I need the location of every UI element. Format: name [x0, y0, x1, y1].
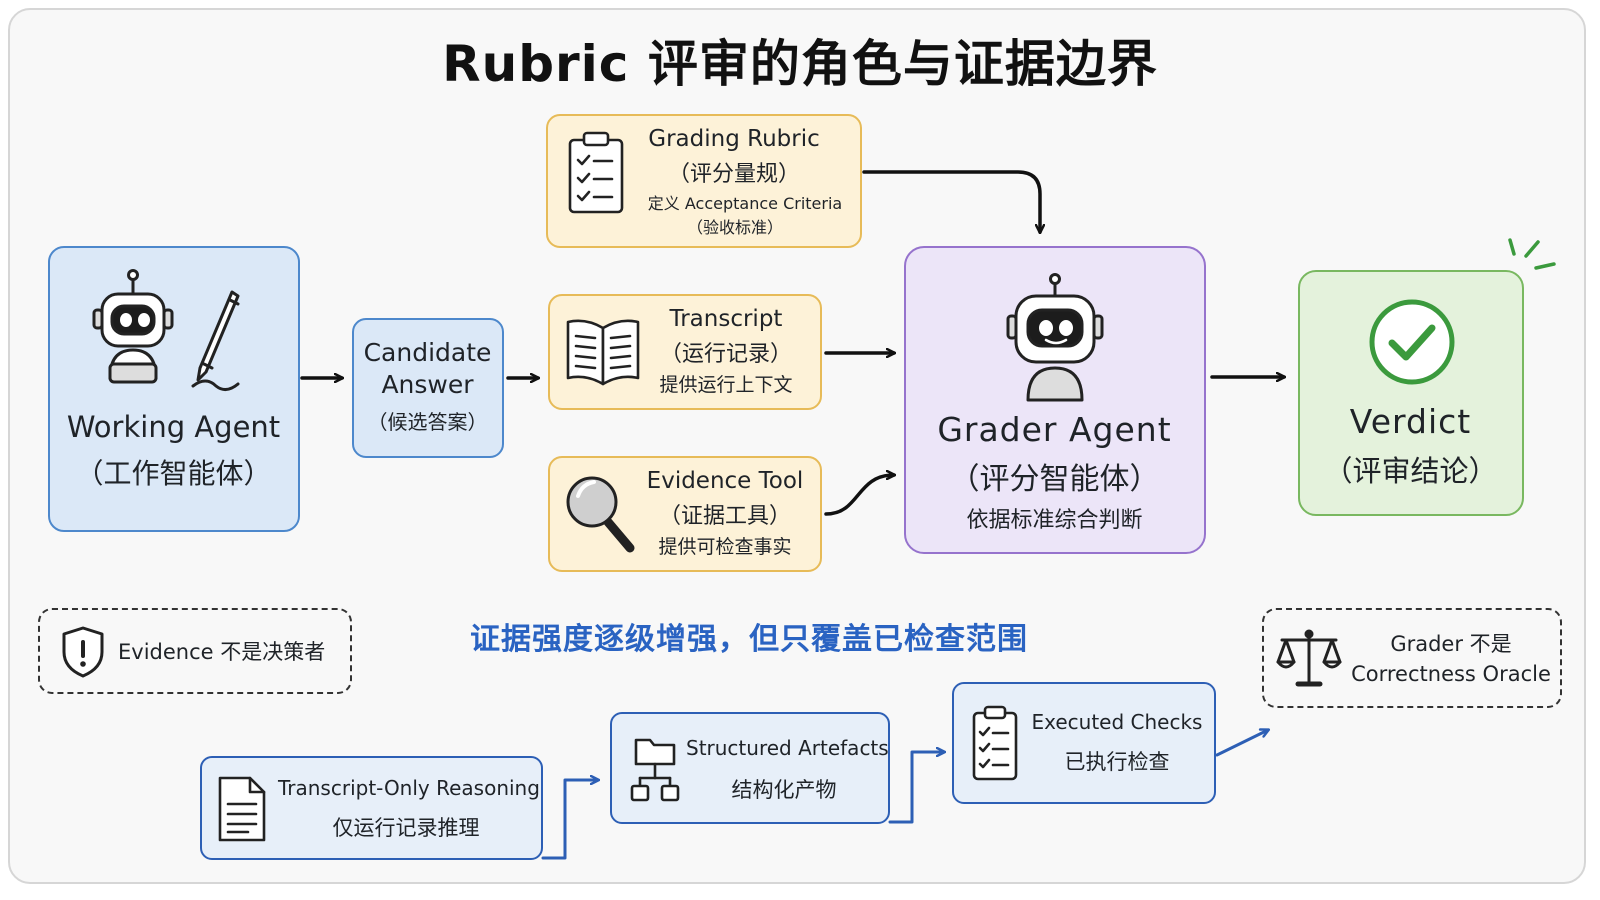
verdict-box: Verdict （评审结论）: [1298, 270, 1524, 516]
grading-rubric-cn: （评分量规）: [667, 162, 800, 187]
magnifier-icon: [566, 476, 635, 553]
note-grader-line2: Correctness Oracle: [1351, 662, 1551, 686]
level-executed-checks-box: Executed Checks 已执行检查: [952, 682, 1216, 804]
evidence-tool-name: Evidence Tool: [646, 468, 804, 494]
working-agent-cn: （工作智能体）: [75, 457, 272, 490]
folder-tree-icon: [630, 738, 680, 802]
grader-agent-box: Grader Agent （评分智能体） 依据标准综合判断: [904, 246, 1206, 554]
note-grader-line1: Grader 不是: [1390, 632, 1512, 656]
level-structured-artefacts-name: Structured Artefacts: [686, 736, 889, 760]
arrow-level3-to-grader-note: [1215, 730, 1268, 757]
open-book-icon: [566, 319, 640, 386]
robot-icon: [1006, 273, 1104, 402]
candidate-answer-line2: Answer: [381, 370, 474, 399]
level-executed-checks-name: Executed Checks: [1031, 710, 1203, 734]
verdict-name: Verdict: [1349, 402, 1472, 441]
level-transcript-only-name: Transcript-Only Reasoning: [278, 776, 540, 800]
evidence-tool-cn: （证据工具）: [658, 504, 791, 529]
transcript-name: Transcript: [669, 306, 783, 332]
document-icon: [218, 776, 266, 842]
robot-with-pencil-icon: [92, 269, 240, 391]
grading-rubric-name: Grading Rubric: [648, 126, 820, 152]
clipboard-check-icon: [972, 705, 1018, 781]
grader-agent-desc: 依据标准综合判断: [966, 508, 1143, 533]
candidate-answer-box: Candidate Answer （候选答案）: [352, 318, 504, 458]
arrow-evidence-to-grader: [824, 475, 894, 516]
note-evidence-text: Evidence 不是决策者: [118, 640, 326, 664]
level-executed-checks-cn: 已执行检查: [1064, 750, 1170, 774]
level-transcript-only-cn: 仅运行记录推理: [332, 816, 480, 840]
check-circle-icon: [1369, 299, 1455, 385]
grader-agent-name: Grader Agent: [937, 410, 1172, 449]
level-structured-artefacts-cn: 结构化产物: [731, 778, 837, 802]
evidence-strength-subtitle: 证据强度逐级增强，但只覆盖已检查范围: [470, 622, 1028, 657]
balance-scale-icon: [1276, 629, 1342, 687]
evidence-tool-desc: 提供可检查事实: [658, 536, 792, 558]
note-grader-box: Grader 不是 Correctness Oracle: [1262, 608, 1562, 708]
grading-rubric-desc-cn: （验收标准）: [686, 218, 783, 237]
candidate-answer-line1: Candidate: [363, 338, 492, 367]
verdict-cn: （评审结论）: [1323, 454, 1498, 488]
level-transcript-only-box: Transcript-Only Reasoning 仅运行记录推理: [200, 756, 543, 860]
arrow-level2-to-level3: [888, 752, 944, 824]
working-agent-box: Working Agent （工作智能体）: [48, 246, 300, 532]
grader-agent-cn: （评分智能体）: [949, 462, 1160, 497]
working-agent-name: Working Agent: [66, 410, 281, 444]
transcript-box: Transcript （运行记录） 提供运行上下文: [548, 294, 822, 410]
clipboard-checklist-icon: [568, 131, 624, 214]
sparkle-icon: [1508, 238, 1556, 270]
transcript-cn: （运行记录）: [659, 342, 792, 367]
candidate-answer-cn: （候选答案）: [367, 410, 488, 434]
level-structured-artefacts-box: Structured Artefacts 结构化产物: [610, 712, 890, 824]
grading-rubric-desc: 定义 Acceptance Criteria: [647, 194, 843, 213]
shield-alert-icon: [62, 626, 104, 678]
transcript-desc: 提供运行上下文: [659, 374, 793, 396]
arrow-level1-to-level2: [541, 780, 598, 860]
note-evidence-box: Evidence 不是决策者: [38, 608, 352, 694]
grading-rubric-box: Grading Rubric （评分量规） 定义 Acceptance Crit…: [546, 114, 862, 248]
arrow-rubric-to-grader: [862, 170, 1040, 232]
evidence-tool-box: Evidence Tool （证据工具） 提供可检查事实: [548, 456, 822, 572]
diagram-title: Rubric 评审的角色与证据边界: [442, 35, 1158, 93]
